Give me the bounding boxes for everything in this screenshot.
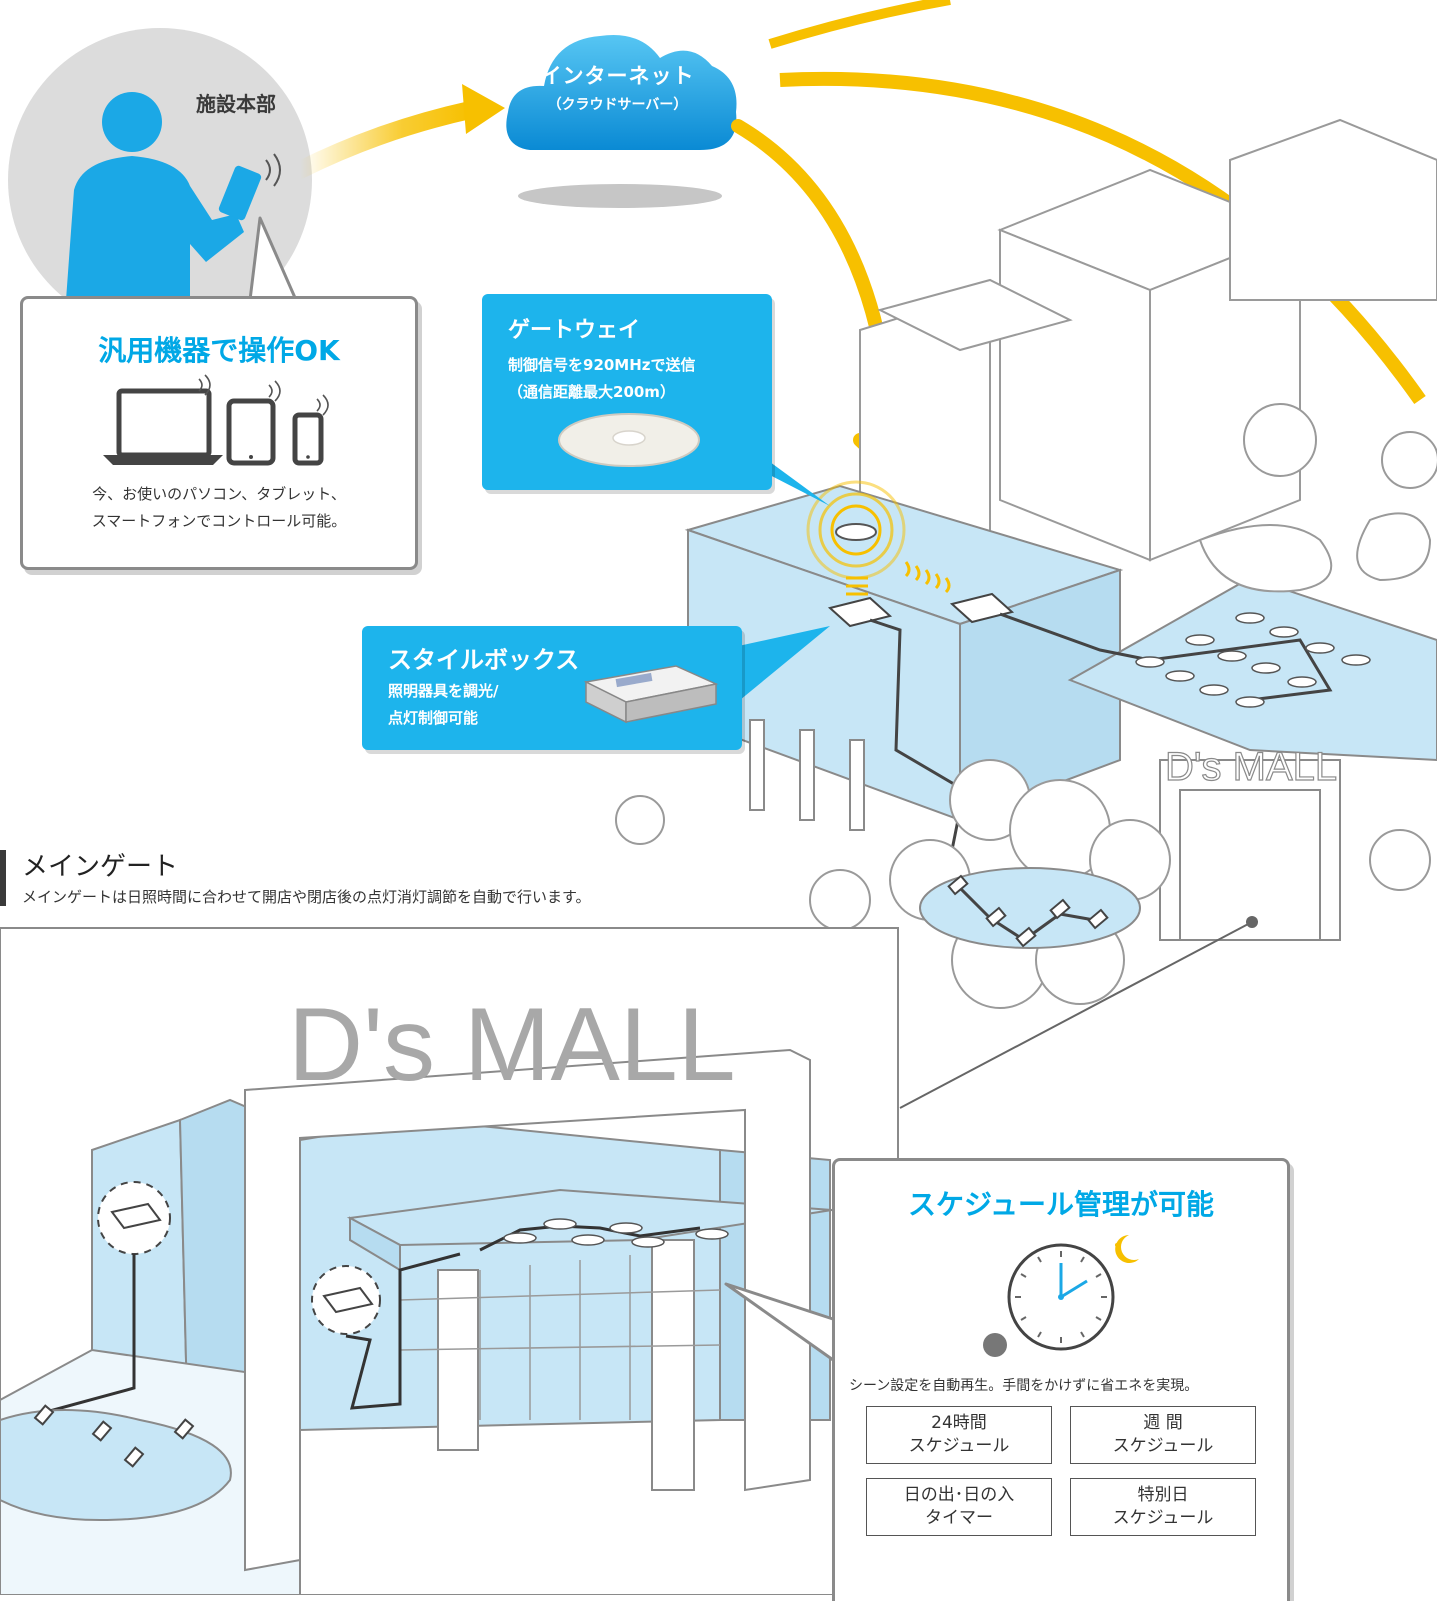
ops-card-line2: スマートフォンでコントロール可能。 [91, 512, 347, 530]
mall-sign-small: D's MALL [1165, 745, 1337, 789]
smartphone-icon [292, 394, 329, 466]
schedule-special-day-button[interactable]: 特別日 スケジュール [1070, 1478, 1256, 1536]
ops-card-title: 汎用機器で操作OK [98, 334, 340, 367]
ops-card: 汎用機器で操作OK 今、お使いのパソコン、タブレット、 スマートフォンでコントロ… [20, 296, 418, 570]
schedule-card-note: シーン設定を自動再生。手間をかけずに省エネを実現。 [849, 1378, 1199, 1394]
stylebox-highlight-icon [97, 1181, 381, 1335]
schedule-sunrise-line1: 日の出･日の入 [903, 1485, 1015, 1505]
gateway-line2: （通信距離最大200m） [508, 383, 675, 401]
schedule-24h-line2: スケジュール [908, 1436, 1010, 1456]
ops-card-line1: 今、お使いのパソコン、タブレット、 [92, 485, 346, 503]
cloud-subtitle: （クラウドサーバー） [547, 97, 688, 113]
schedule-card-title: スケジュール管理が可能 [907, 1188, 1215, 1221]
stylebox-title: スタイルボックス [388, 646, 580, 674]
stylebox-callout: スタイルボックス 照明器具を調光/ 点灯制御可能 [362, 626, 742, 750]
cloud-shape [506, 34, 737, 150]
mall-sign-large: D's MALL [288, 987, 736, 1103]
hq-label: 施設本部 [196, 92, 276, 116]
stylebox-product-icon [583, 665, 719, 724]
ops-card-text: 今、お使いのパソコン、タブレット、 スマートフォンでコントロール可能。 [23, 481, 415, 535]
tablet-icon [226, 380, 281, 466]
cloud-title: インターネット [540, 64, 695, 88]
laptop-icon [103, 374, 223, 465]
schedule-sunrise-line2: タイマー [925, 1508, 993, 1528]
stylebox-line1: 照明器具を調光/ [388, 682, 499, 700]
clock-icon [983, 1235, 1139, 1357]
stylebox-device-icon [827, 592, 1015, 628]
section-description: メインゲートは日照時間に合わせて開店や閉店後の点灯消灯調節を自動で行います。 [22, 888, 591, 906]
gateway-line1: 制御信号を920MHzで送信 [508, 356, 696, 374]
schedule-24h-line1: 24時間 [931, 1413, 987, 1433]
gateway-disc-icon [558, 413, 700, 467]
schedule-sunrise-sunset-button[interactable]: 日の出･日の入 タイマー [866, 1478, 1052, 1536]
gateway-desc: 制御信号を920MHzで送信 （通信距離最大200m） [508, 352, 696, 406]
moon-icon [1115, 1235, 1139, 1263]
cloud-label: インターネット （クラウドサーバー） [520, 60, 715, 114]
schedule-weekly-line1: 週 間 [1143, 1413, 1183, 1433]
arrow-cloud-right [779, 71, 1426, 405]
sun-icon [983, 1333, 1007, 1357]
schedule-special-line1: 特別日 [1137, 1485, 1189, 1505]
gateway-callout: ゲートウェイ 制御信号を920MHzで送信 （通信距離最大200m） [482, 294, 772, 490]
schedule-card: スケジュール管理が可能 シーン設定を自動再生。手間をかけずに省エネを実現。 [832, 1158, 1290, 1601]
stylebox-line2: 点灯制御可能 [388, 709, 479, 727]
schedule-special-line2: スケジュール [1112, 1508, 1214, 1528]
section-title: メインゲート [22, 852, 179, 882]
devices-icon [103, 374, 329, 466]
stylebox-desc: 照明器具を調光/ 点灯制御可能 [388, 678, 498, 732]
gateway-title: ゲートウェイ [508, 318, 641, 343]
businessman-icon [66, 92, 262, 300]
arrow-hq-to-cloud [291, 101, 479, 179]
schedule-weekly-line2: スケジュール [1112, 1436, 1214, 1456]
arrow-cloud-top [768, 0, 951, 49]
section-marker [0, 850, 6, 906]
schedule-weekly-button[interactable]: 週 間 スケジュール [1070, 1406, 1256, 1464]
schedule-24h-button[interactable]: 24時間 スケジュール [866, 1406, 1052, 1464]
